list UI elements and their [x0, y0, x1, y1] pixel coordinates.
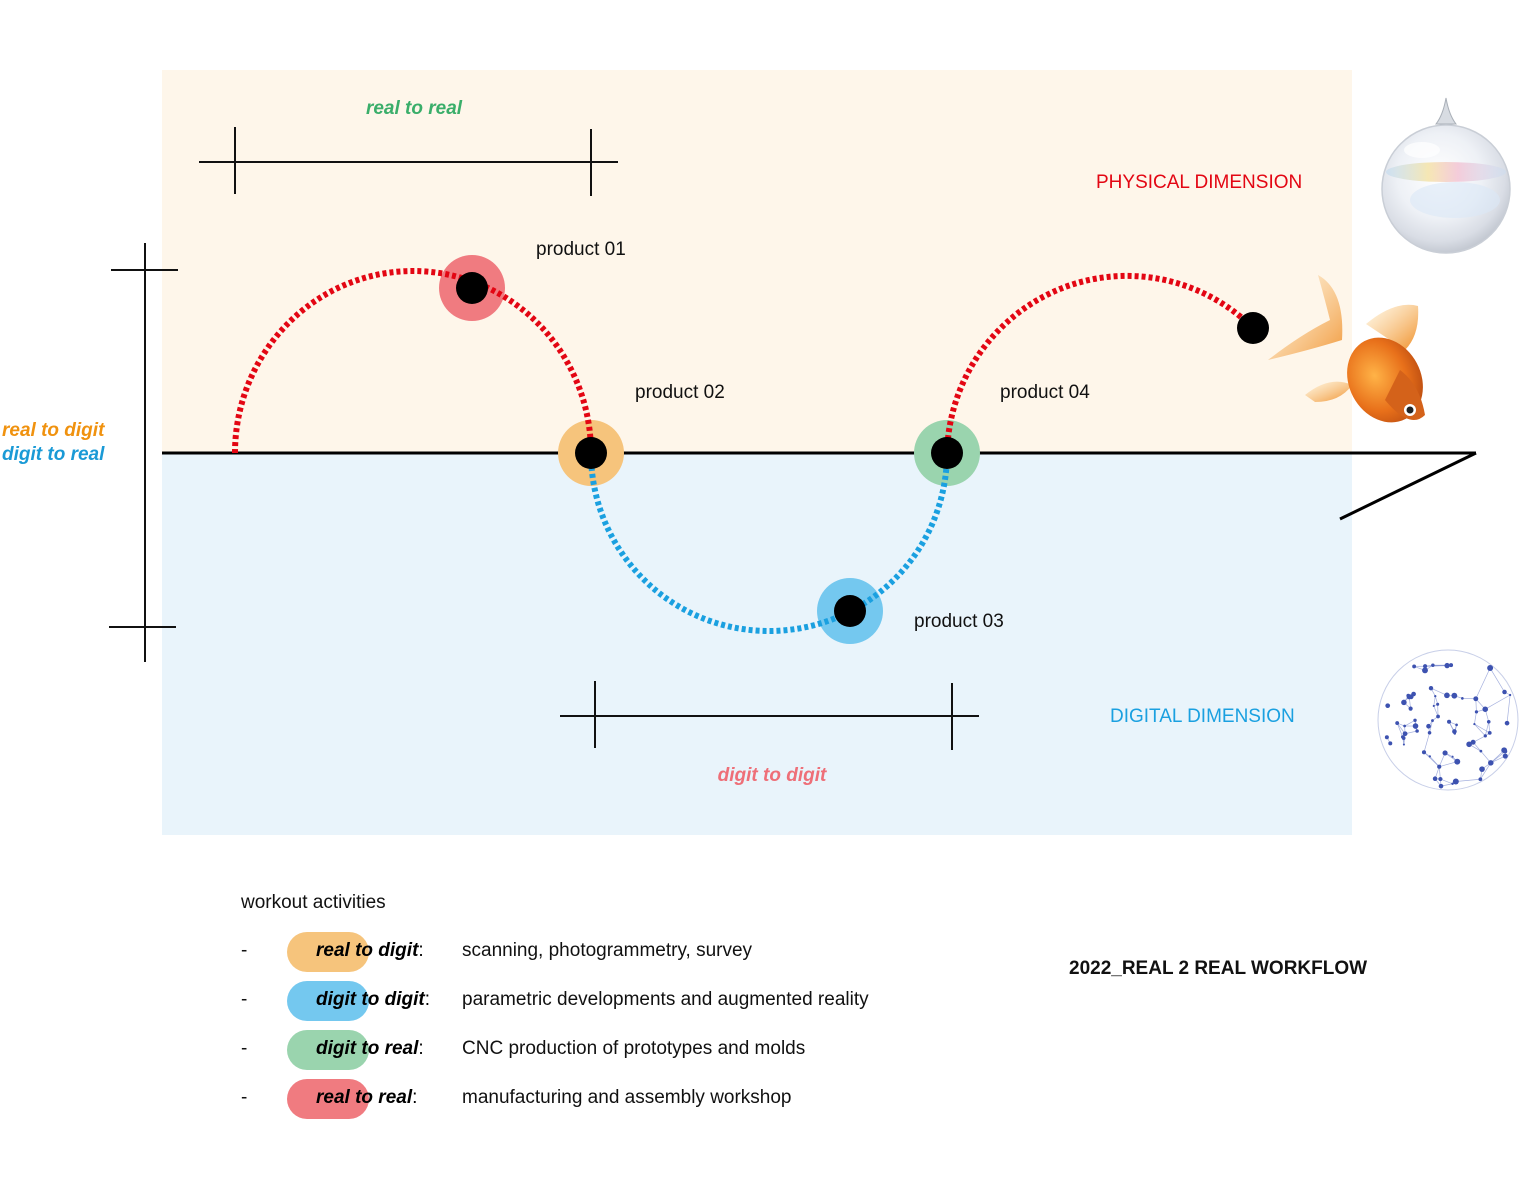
- legend-item: - digit to digit: parametric developments …: [241, 981, 1141, 1021]
- legend-title: workout activities: [241, 892, 386, 913]
- legend-bullet: -: [241, 940, 248, 961]
- measure-vertical: [109, 243, 178, 662]
- legend-description: manufacturing and assembly workshop: [462, 1087, 792, 1108]
- product-03-node[interactable]: [834, 595, 866, 627]
- legend-color-swatch: [287, 981, 369, 1021]
- product-01-node[interactable]: [456, 272, 488, 304]
- digital-dimension-area: [162, 453, 1352, 835]
- legend-item: - real to real: manufacturing and assembly…: [241, 1079, 1141, 1119]
- legend-description: parametric developments and augmented re…: [462, 989, 869, 1010]
- legend-description: scanning, photogrammetry, survey: [462, 940, 753, 961]
- physical-dimension-label: PHYSICAL DIMENSION: [1096, 172, 1302, 193]
- path-physical-arc-1: [232, 268, 594, 454]
- digital-dimension-label: DIGITAL DIMENSION: [1110, 706, 1295, 727]
- legend-key-text: digit to digit: [316, 989, 425, 1010]
- product-04-label: product 04: [1000, 382, 1090, 403]
- legend-color-swatch: [287, 1079, 369, 1119]
- product-02-node[interactable]: [575, 437, 607, 469]
- legend-bullet: -: [241, 1087, 248, 1108]
- legend-item: - real to digit: scanning, photogrammetry,…: [241, 932, 1141, 972]
- workflow-title: 2022_REAL 2 REAL WORKFLOW: [1069, 958, 1368, 979]
- legend-key: real to real:: [316, 1087, 417, 1109]
- legend-key-colon: :: [412, 1087, 418, 1108]
- legend-key: digit to real:: [316, 1038, 424, 1060]
- product-01-label: product 01: [536, 239, 626, 260]
- legend-color-swatch: [287, 1030, 369, 1070]
- path-end-node: [1237, 312, 1269, 344]
- measure-label-real-to-digit: real to digit: [2, 420, 105, 441]
- legend-key: real to digit:: [316, 940, 424, 962]
- product-02-label: product 02: [635, 382, 725, 403]
- path-physical-arc-2: [944, 272, 1256, 454]
- measure-digit-to-digit: [560, 681, 979, 750]
- dimension-axis: [162, 451, 1477, 521]
- measure-real-to-real: [199, 127, 618, 196]
- measure-label-digit-to-digit: digit to digit: [718, 765, 827, 786]
- physical-dimension-area: [162, 70, 1352, 453]
- measure-label-real-to-real: real to real: [366, 98, 463, 119]
- goldfish-image: [1268, 275, 1425, 423]
- legend-key-text: real to real: [316, 1087, 413, 1108]
- legend-color-swatch: [287, 932, 369, 972]
- legend-description: CNC production of prototypes and molds: [462, 1038, 806, 1059]
- legend-key-text: real to digit: [316, 940, 419, 961]
- legend-key: digit to digit:: [316, 989, 430, 1011]
- legend-bullet: -: [241, 989, 248, 1010]
- legend-item: - digit to real: CNC production of prototy…: [241, 1030, 1141, 1070]
- legend-key-text: digit to real: [316, 1038, 419, 1059]
- legend-key-colon: :: [418, 1038, 424, 1059]
- legend-key-colon: :: [418, 940, 424, 961]
- glass-bauble-image: [1381, 97, 1511, 254]
- product-04-node[interactable]: [931, 437, 963, 469]
- measure-label-digit-to-real: digit to real: [2, 444, 105, 465]
- network-sphere-image: [1377, 649, 1519, 791]
- product-03-label: product 03: [914, 611, 1004, 632]
- path-digital-arc: [588, 452, 950, 634]
- legend-bullet: -: [241, 1038, 248, 1059]
- legend-key-colon: :: [424, 989, 430, 1010]
